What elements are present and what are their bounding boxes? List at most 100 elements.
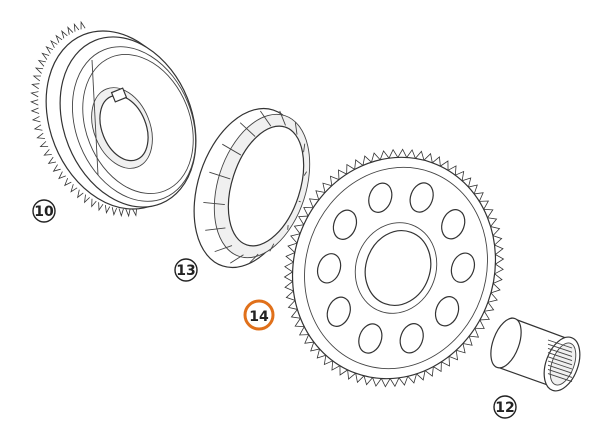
gear-tooth: [303, 207, 314, 217]
gear-tooth: [455, 170, 465, 181]
gear-tooth: [285, 290, 296, 301]
callout-10[interactable]: 10: [32, 199, 56, 223]
bearing-needle: [547, 360, 573, 370]
gear-tooth: [479, 311, 490, 321]
gear-tooth: [469, 328, 480, 338]
sprag-segment: [230, 254, 244, 264]
gear-hole: [316, 253, 342, 284]
gear-hole: [368, 182, 393, 213]
gear-tooth: [424, 366, 434, 377]
gear-tooth: [474, 192, 484, 202]
drum-tooth: [39, 141, 49, 148]
bearing-needle: [547, 339, 573, 349]
gear-tooth: [363, 375, 373, 386]
part-12-needle-bearing[interactable]: [485, 314, 587, 396]
gear-hole: [332, 209, 358, 240]
gear-tooth: [347, 369, 356, 380]
gear-tooth: [462, 177, 472, 188]
gear-tooth: [372, 377, 382, 387]
bearing-needle: [547, 343, 573, 353]
gear-tooth: [285, 252, 295, 263]
gear-hole: [450, 252, 476, 283]
drum-gear-teeth: [30, 20, 138, 218]
gear-tooth: [474, 319, 485, 329]
drum-tooth: [77, 189, 84, 199]
drum-tooth: [64, 178, 72, 187]
gear-tooth: [339, 365, 348, 376]
callout-label: 14: [249, 309, 269, 325]
callout-label: 10: [34, 204, 54, 220]
gear-tooth: [495, 254, 505, 265]
gear-tooth: [492, 235, 503, 246]
callout-circle-highlighted: [243, 299, 275, 331]
sprag-segment: [269, 243, 275, 252]
drum-tooth: [91, 198, 97, 208]
sprag-segment: [279, 110, 286, 126]
gear-tooth: [441, 356, 450, 367]
gear-tooth: [448, 350, 459, 361]
part-14-large-gear[interactable]: [262, 129, 527, 408]
gear-tooth: [323, 355, 333, 366]
callout-12[interactable]: 12: [493, 395, 517, 419]
drum-tooth: [125, 208, 131, 218]
gear-tooth: [468, 184, 478, 195]
gear-tooth: [388, 148, 399, 159]
gear-tooth: [293, 224, 304, 235]
drum-tooth: [37, 59, 46, 67]
gear-tooth: [462, 336, 473, 346]
drum-tooth: [34, 67, 44, 74]
gear-tooth: [310, 341, 320, 352]
bearing-needle: [547, 347, 573, 357]
gear-tooth: [456, 343, 466, 354]
gear-tooth: [294, 318, 305, 328]
callout-circle: [174, 258, 198, 282]
drum-tooth: [50, 39, 58, 48]
gear-tooth: [315, 190, 326, 200]
gear-tooth: [493, 273, 503, 284]
bearing-needle: [547, 364, 573, 374]
gear-hole: [399, 323, 424, 354]
drum-tooth: [52, 164, 61, 172]
gear-hole: [358, 323, 383, 354]
gear-tooth: [397, 148, 408, 158]
gear-tooth: [283, 271, 293, 282]
gear-tooth: [494, 263, 504, 275]
callout-circle: [493, 395, 517, 419]
gear-hole: [326, 296, 351, 327]
gear-tooth: [406, 149, 416, 159]
drum-tooth: [30, 99, 39, 106]
drum-tooth: [84, 194, 90, 204]
sprag-segment: [260, 110, 272, 127]
drum-tooth: [30, 91, 39, 98]
drum-tooth: [55, 34, 63, 43]
drum-tooth: [41, 52, 50, 60]
gear-tooth: [483, 208, 494, 218]
gear-tooth: [298, 326, 309, 336]
drum-tooth: [132, 208, 138, 217]
drum-tooth: [80, 20, 86, 30]
sprag-segment: [205, 227, 226, 231]
gear-tooth: [479, 200, 490, 210]
gear-tooth: [379, 150, 390, 160]
callout-label: 12: [495, 400, 514, 416]
part-13-sprag-ring[interactable]: [175, 95, 327, 282]
bearing-needle: [547, 356, 573, 366]
gear-tooth: [494, 244, 504, 255]
gear-tooth: [415, 150, 425, 161]
callout-14[interactable]: 14: [243, 299, 275, 331]
gear-tooth: [354, 159, 364, 170]
gear-tooth: [389, 377, 400, 388]
gear-tooth: [362, 155, 372, 166]
gear-tooth: [284, 281, 294, 292]
gear-tooth: [284, 261, 294, 273]
sprag-segment: [294, 122, 298, 135]
callout-13[interactable]: 13: [174, 258, 198, 282]
part-10-drum[interactable]: [20, 9, 220, 231]
gear-tooth: [416, 370, 426, 381]
gear-hole: [434, 296, 460, 327]
gear-tooth: [398, 376, 409, 386]
gear-tooth: [487, 217, 498, 227]
drum-tooth: [104, 205, 111, 215]
